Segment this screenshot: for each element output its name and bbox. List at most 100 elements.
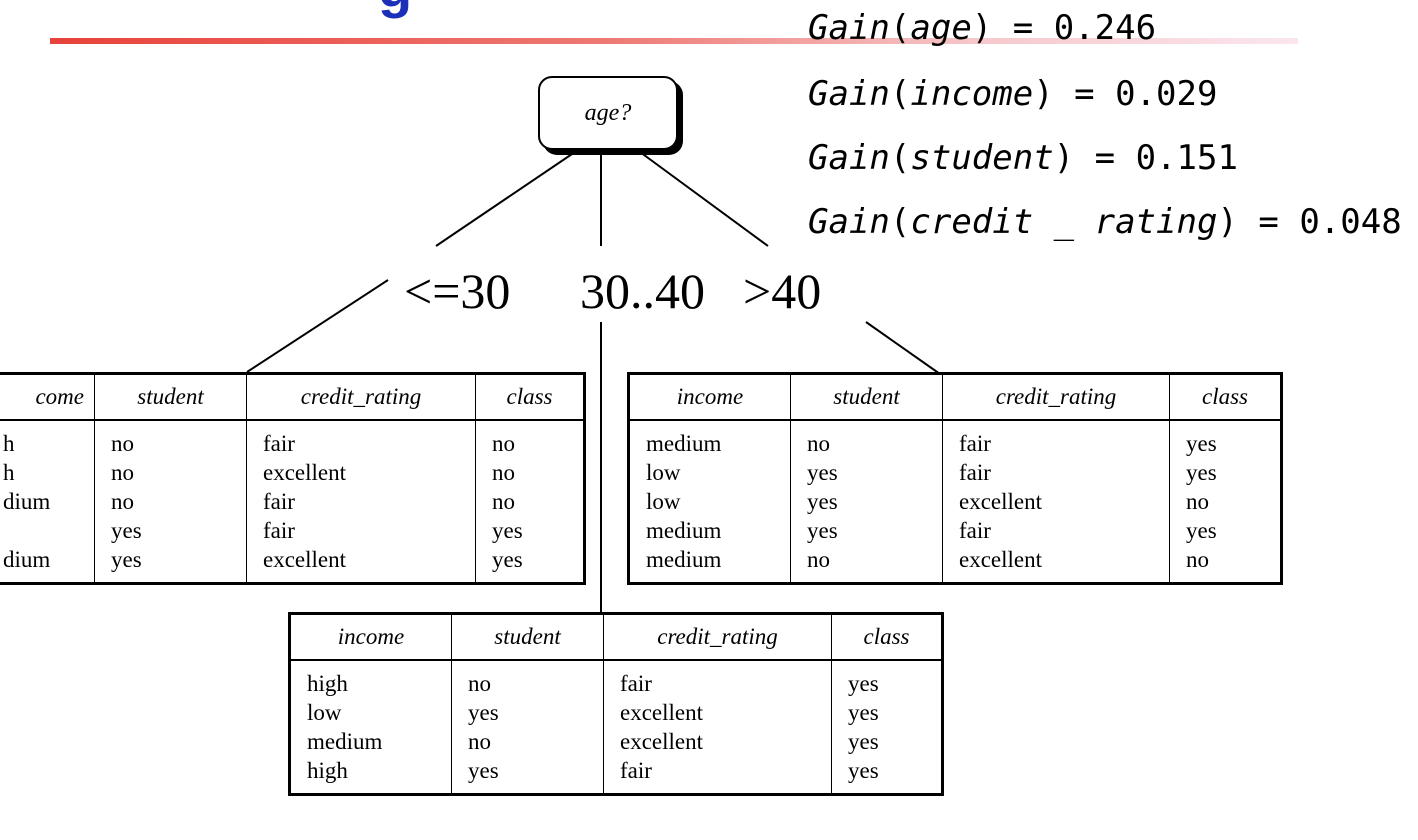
column-header: class	[1169, 373, 1282, 421]
table-cell: yes	[848, 729, 879, 754]
table-cell: yes	[807, 489, 838, 514]
table-cell: excellent	[620, 729, 704, 754]
edge-left-upper	[435, 151, 576, 247]
edge-right-lower	[865, 321, 941, 375]
column-header: come	[0, 373, 95, 421]
table-cell: no	[492, 460, 515, 485]
table-cell: no	[807, 431, 830, 456]
table-cell: yes	[848, 671, 879, 696]
column-header: credit_rating	[942, 373, 1170, 421]
table-age-30-40: income student credit_rating class high …	[288, 612, 944, 796]
table-cell: yes	[1186, 431, 1217, 456]
table-cell: yes	[848, 700, 879, 725]
table-cell: yes	[468, 700, 499, 725]
table-cell: high	[307, 671, 348, 696]
gain-equation-credit-rating: Gain(credit _ rating) = 0.048	[808, 202, 1402, 242]
column-header: student	[94, 373, 247, 421]
column-header: income	[289, 613, 452, 661]
gain-equation-student: Gain(student) = 0.151	[808, 138, 1238, 178]
column-header: income	[628, 373, 791, 421]
table-cell: yes	[468, 758, 499, 783]
column-header: student	[451, 613, 604, 661]
table-cell: excellent	[620, 700, 704, 725]
table-header-row: income student credit_rating class	[628, 373, 1282, 421]
credit-rating-column: fair fair excellent fair excellent	[942, 420, 1170, 584]
table-cell: fair	[263, 518, 295, 543]
table-cell: medium	[646, 518, 722, 543]
table-cell: low	[646, 460, 681, 485]
table-cell: no	[1186, 547, 1209, 572]
table-cell: medium	[646, 547, 722, 572]
table-cell: dium	[3, 547, 51, 572]
table-cell: fair	[620, 758, 652, 783]
class-column: yes yes yes yes	[832, 660, 943, 795]
table-header-row: income student credit_rating class	[289, 613, 943, 661]
table-cell: medium	[646, 431, 722, 456]
table-header-row: come student credit_rating class	[0, 373, 585, 421]
table-cell: medium	[307, 729, 383, 754]
table-cell: yes	[807, 460, 838, 485]
table-cell: yes	[492, 518, 523, 543]
column-header: student	[790, 373, 943, 421]
edge-right-upper	[639, 151, 769, 247]
gain-equation-income: Gain(income) = 0.029	[808, 74, 1218, 114]
table-cell: h	[3, 431, 15, 456]
branch-label-gt40: >40	[743, 263, 822, 319]
table-cell	[3, 516, 94, 545]
table-cell: excellent	[959, 489, 1043, 514]
table-cell: low	[646, 489, 681, 514]
column-header: credit_rating	[603, 613, 832, 661]
table-cell: fair	[959, 518, 991, 543]
table-cell: no	[468, 671, 491, 696]
table-row: medium low low medium medium no yes yes …	[628, 420, 1282, 584]
table-age-gt40: income student credit_rating class mediu…	[627, 372, 1283, 585]
income-column: h h dium dium	[0, 420, 95, 584]
table-cell: high	[307, 758, 348, 783]
table-cell: no	[111, 431, 134, 456]
table-cell: excellent	[263, 460, 347, 485]
income-column: high low medium high	[289, 660, 452, 795]
table-cell: yes	[807, 518, 838, 543]
student-column: no yes no yes	[451, 660, 604, 795]
table-cell: no	[492, 431, 515, 456]
student-column: no yes yes yes no	[790, 420, 943, 584]
table-cell: excellent	[959, 547, 1043, 572]
credit-rating-column: fair excellent fair fair excellent	[246, 420, 476, 584]
table-row: high low medium high no yes no yes fair …	[289, 660, 943, 795]
table-cell: no	[492, 489, 515, 514]
table-cell: fair	[959, 431, 991, 456]
column-header: class	[475, 373, 585, 421]
table-row: h h dium dium no no no yes yes fair exce…	[0, 420, 585, 584]
title-underline	[50, 38, 1298, 44]
table-cell: h	[3, 460, 15, 485]
table-cell: yes	[1186, 460, 1217, 485]
tree-root-node: age?	[538, 76, 678, 150]
table-cell: excellent	[263, 547, 347, 572]
table-cell: no	[111, 460, 134, 485]
table-cell: yes	[1186, 518, 1217, 543]
student-column: no no no yes yes	[94, 420, 247, 584]
table-cell: yes	[111, 518, 142, 543]
table-cell: dium	[3, 489, 51, 514]
credit-rating-column: fair excellent excellent fair	[603, 660, 832, 795]
table-cell: yes	[111, 547, 142, 572]
table-cell: fair	[263, 431, 295, 456]
column-header: class	[831, 613, 943, 661]
branch-label-30-40: 30..40	[580, 263, 705, 319]
table-cell: no	[1186, 489, 1209, 514]
branch-label-le30: <=30	[404, 263, 511, 319]
table-cell: low	[307, 700, 342, 725]
gain-equation-age: Gain(age) = 0.246	[808, 8, 1157, 48]
class-column: yes yes no yes no	[1170, 420, 1282, 584]
table-cell: no	[468, 729, 491, 754]
table-cell: no	[807, 547, 830, 572]
edge-left-lower	[246, 279, 389, 373]
table-cell: fair	[620, 671, 652, 696]
root-node-label: age?	[584, 99, 632, 126]
slide-title-fragment: g	[378, 0, 412, 16]
class-column: no no no yes yes	[476, 420, 585, 584]
table-cell: yes	[848, 758, 879, 783]
table-cell: fair	[263, 489, 295, 514]
